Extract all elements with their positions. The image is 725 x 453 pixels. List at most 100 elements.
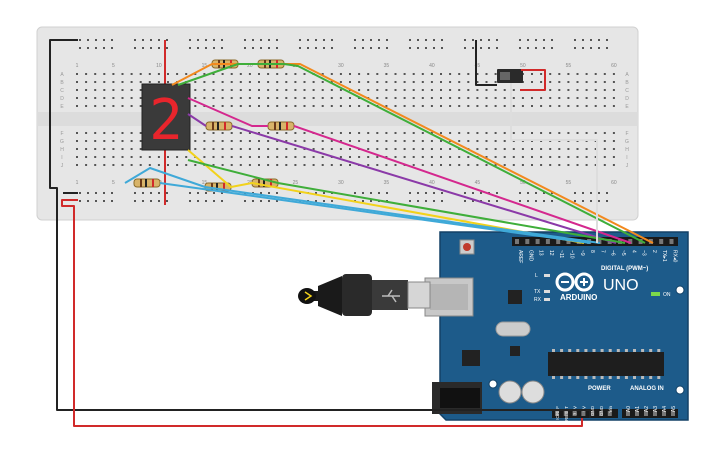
pin-label: A4 (662, 406, 668, 412)
row-label: H (60, 147, 64, 153)
header-pin[interactable] (644, 411, 648, 416)
pin-label: AREF (517, 250, 523, 263)
row-label: H (625, 147, 629, 153)
column-label: 35 (384, 180, 390, 186)
pin-label: Vin (608, 406, 613, 413)
header-pin[interactable] (662, 411, 666, 416)
power-header[interactable] (552, 409, 618, 418)
pin-label: 5V (581, 406, 586, 412)
header-pin[interactable] (590, 411, 595, 416)
power-led (651, 292, 660, 296)
crystal (495, 321, 531, 337)
wire-black-switch[interactable] (475, 40, 497, 86)
plug-icon (304, 291, 313, 301)
wires[interactable] (49, 39, 654, 427)
row-label: D (60, 96, 64, 102)
usb-chip (508, 290, 522, 304)
pin-label: A5 (671, 406, 677, 412)
atmega-chip[interactable] (548, 349, 664, 379)
column-label: 55 (566, 180, 572, 186)
resistor-bottom-1[interactable] (133, 178, 161, 188)
row-label: A (625, 72, 629, 78)
pin-label: RX◂0 (672, 250, 678, 262)
resistor-mid-2[interactable] (267, 121, 295, 131)
pin-label: GND (599, 405, 604, 416)
pin-label: ~10 (569, 250, 575, 259)
wire-black-gnd[interactable] (49, 39, 591, 418)
header-pin[interactable] (659, 239, 664, 244)
wire-purple[interactable] (187, 113, 617, 244)
row-label: D (625, 96, 629, 102)
usb-cable[interactable] (298, 274, 431, 316)
wire-green-top[interactable] (177, 63, 646, 244)
header-pin[interactable] (581, 411, 586, 416)
column-label: 60 (611, 180, 617, 186)
header-pin[interactable] (525, 239, 530, 244)
header-pin[interactable] (556, 239, 561, 244)
pin-label: RESET (564, 406, 569, 421)
pin-label: GND (590, 405, 595, 416)
wire-yellow[interactable] (187, 149, 585, 244)
wire-red-5v[interactable] (61, 199, 583, 427)
seven-segment-display[interactable]: 2 (141, 83, 191, 153)
column-label: 45 (475, 63, 481, 69)
header-pin[interactable] (572, 411, 577, 416)
wire-green-bottom[interactable] (187, 159, 626, 244)
header-pin[interactable] (653, 411, 657, 416)
usb-connector[interactable] (424, 277, 474, 317)
header-pin[interactable] (669, 239, 674, 244)
pin-label: ~11 (558, 250, 564, 258)
row-label: J (61, 163, 64, 169)
row-label: C (625, 88, 629, 94)
header-pin[interactable] (563, 411, 568, 416)
pin-label: 7 (599, 250, 605, 253)
reset-button[interactable] (459, 239, 475, 255)
pin-label: ~3 (641, 250, 647, 256)
pin-label: 12 (548, 250, 554, 256)
analog-header[interactable] (622, 409, 678, 418)
header-pin[interactable] (545, 239, 550, 244)
header-pin[interactable] (626, 411, 630, 416)
row-label: I (626, 155, 627, 161)
wire-red-switch[interactable] (520, 69, 546, 91)
header-pin[interactable] (515, 239, 519, 244)
row-label: C (60, 88, 64, 94)
slide-switch[interactable] (497, 69, 523, 83)
wire-gray-switch[interactable] (510, 83, 598, 243)
resistor-mid-1[interactable] (205, 121, 233, 131)
column-label: 40 (429, 63, 435, 69)
row-label: B (60, 80, 64, 86)
column-label: 40 (429, 180, 435, 186)
pin-label: A1 (635, 406, 641, 412)
analog-label: ANALOG IN (630, 386, 664, 392)
header-pin[interactable] (597, 239, 602, 244)
row-label: B (625, 80, 629, 86)
arduino-logo (555, 272, 594, 292)
header-pin[interactable] (535, 239, 540, 244)
power-jack[interactable] (432, 382, 482, 414)
header-pin[interactable] (671, 411, 675, 416)
pin-label: TX▸1 (661, 250, 667, 262)
header-pin[interactable] (555, 411, 559, 416)
row-label: G (60, 139, 64, 145)
row-label: I (61, 155, 62, 161)
header-pin[interactable] (628, 239, 633, 244)
capacitor (521, 380, 545, 404)
header-pin[interactable] (635, 411, 639, 416)
column-label: 5 (112, 63, 115, 69)
header-pin[interactable] (599, 411, 603, 416)
column-label: 1 (76, 180, 79, 186)
pin-label: A3 (653, 406, 659, 412)
usb-icon (382, 289, 400, 303)
wire-cyan-1[interactable] (124, 167, 601, 244)
header-pin[interactable] (566, 239, 571, 244)
wire-magenta[interactable] (187, 97, 632, 244)
column-label: 30 (338, 63, 344, 69)
model-label: UNO (603, 277, 639, 294)
header-pin[interactable] (607, 411, 612, 416)
wire-cyan-2[interactable] (159, 182, 591, 244)
